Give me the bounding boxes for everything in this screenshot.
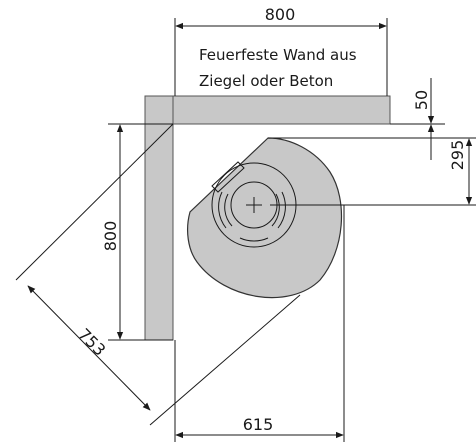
dim-wall-thickness-label: 50 [412, 90, 431, 110]
dim-diagonal-label: 753 [74, 325, 109, 360]
firewall-top-segment [144, 95, 391, 125]
dim-wall-width: 800 [174, 5, 388, 96]
dim-offset-back-label: 295 [448, 140, 467, 171]
stove-outline [187, 137, 343, 299]
stove-door-hinge [211, 161, 245, 193]
firewall-left-segment [144, 95, 174, 341]
stove [187, 137, 343, 299]
dim-offset-back: 295 [268, 137, 476, 206]
dim-wall-width-label: 800 [265, 5, 296, 24]
wall-label-line2: Ziegel oder Beton [199, 72, 333, 90]
dim-stove-width: 615 [174, 205, 345, 442]
stove-vent-slots [218, 191, 286, 242]
dim-stove-width-label: 615 [243, 415, 274, 434]
wall-label-line1: Feuerfeste Wand aus [199, 46, 357, 64]
dim-wall-height-label: 800 [101, 221, 120, 252]
dim-wall-thickness: 50 [390, 78, 445, 160]
